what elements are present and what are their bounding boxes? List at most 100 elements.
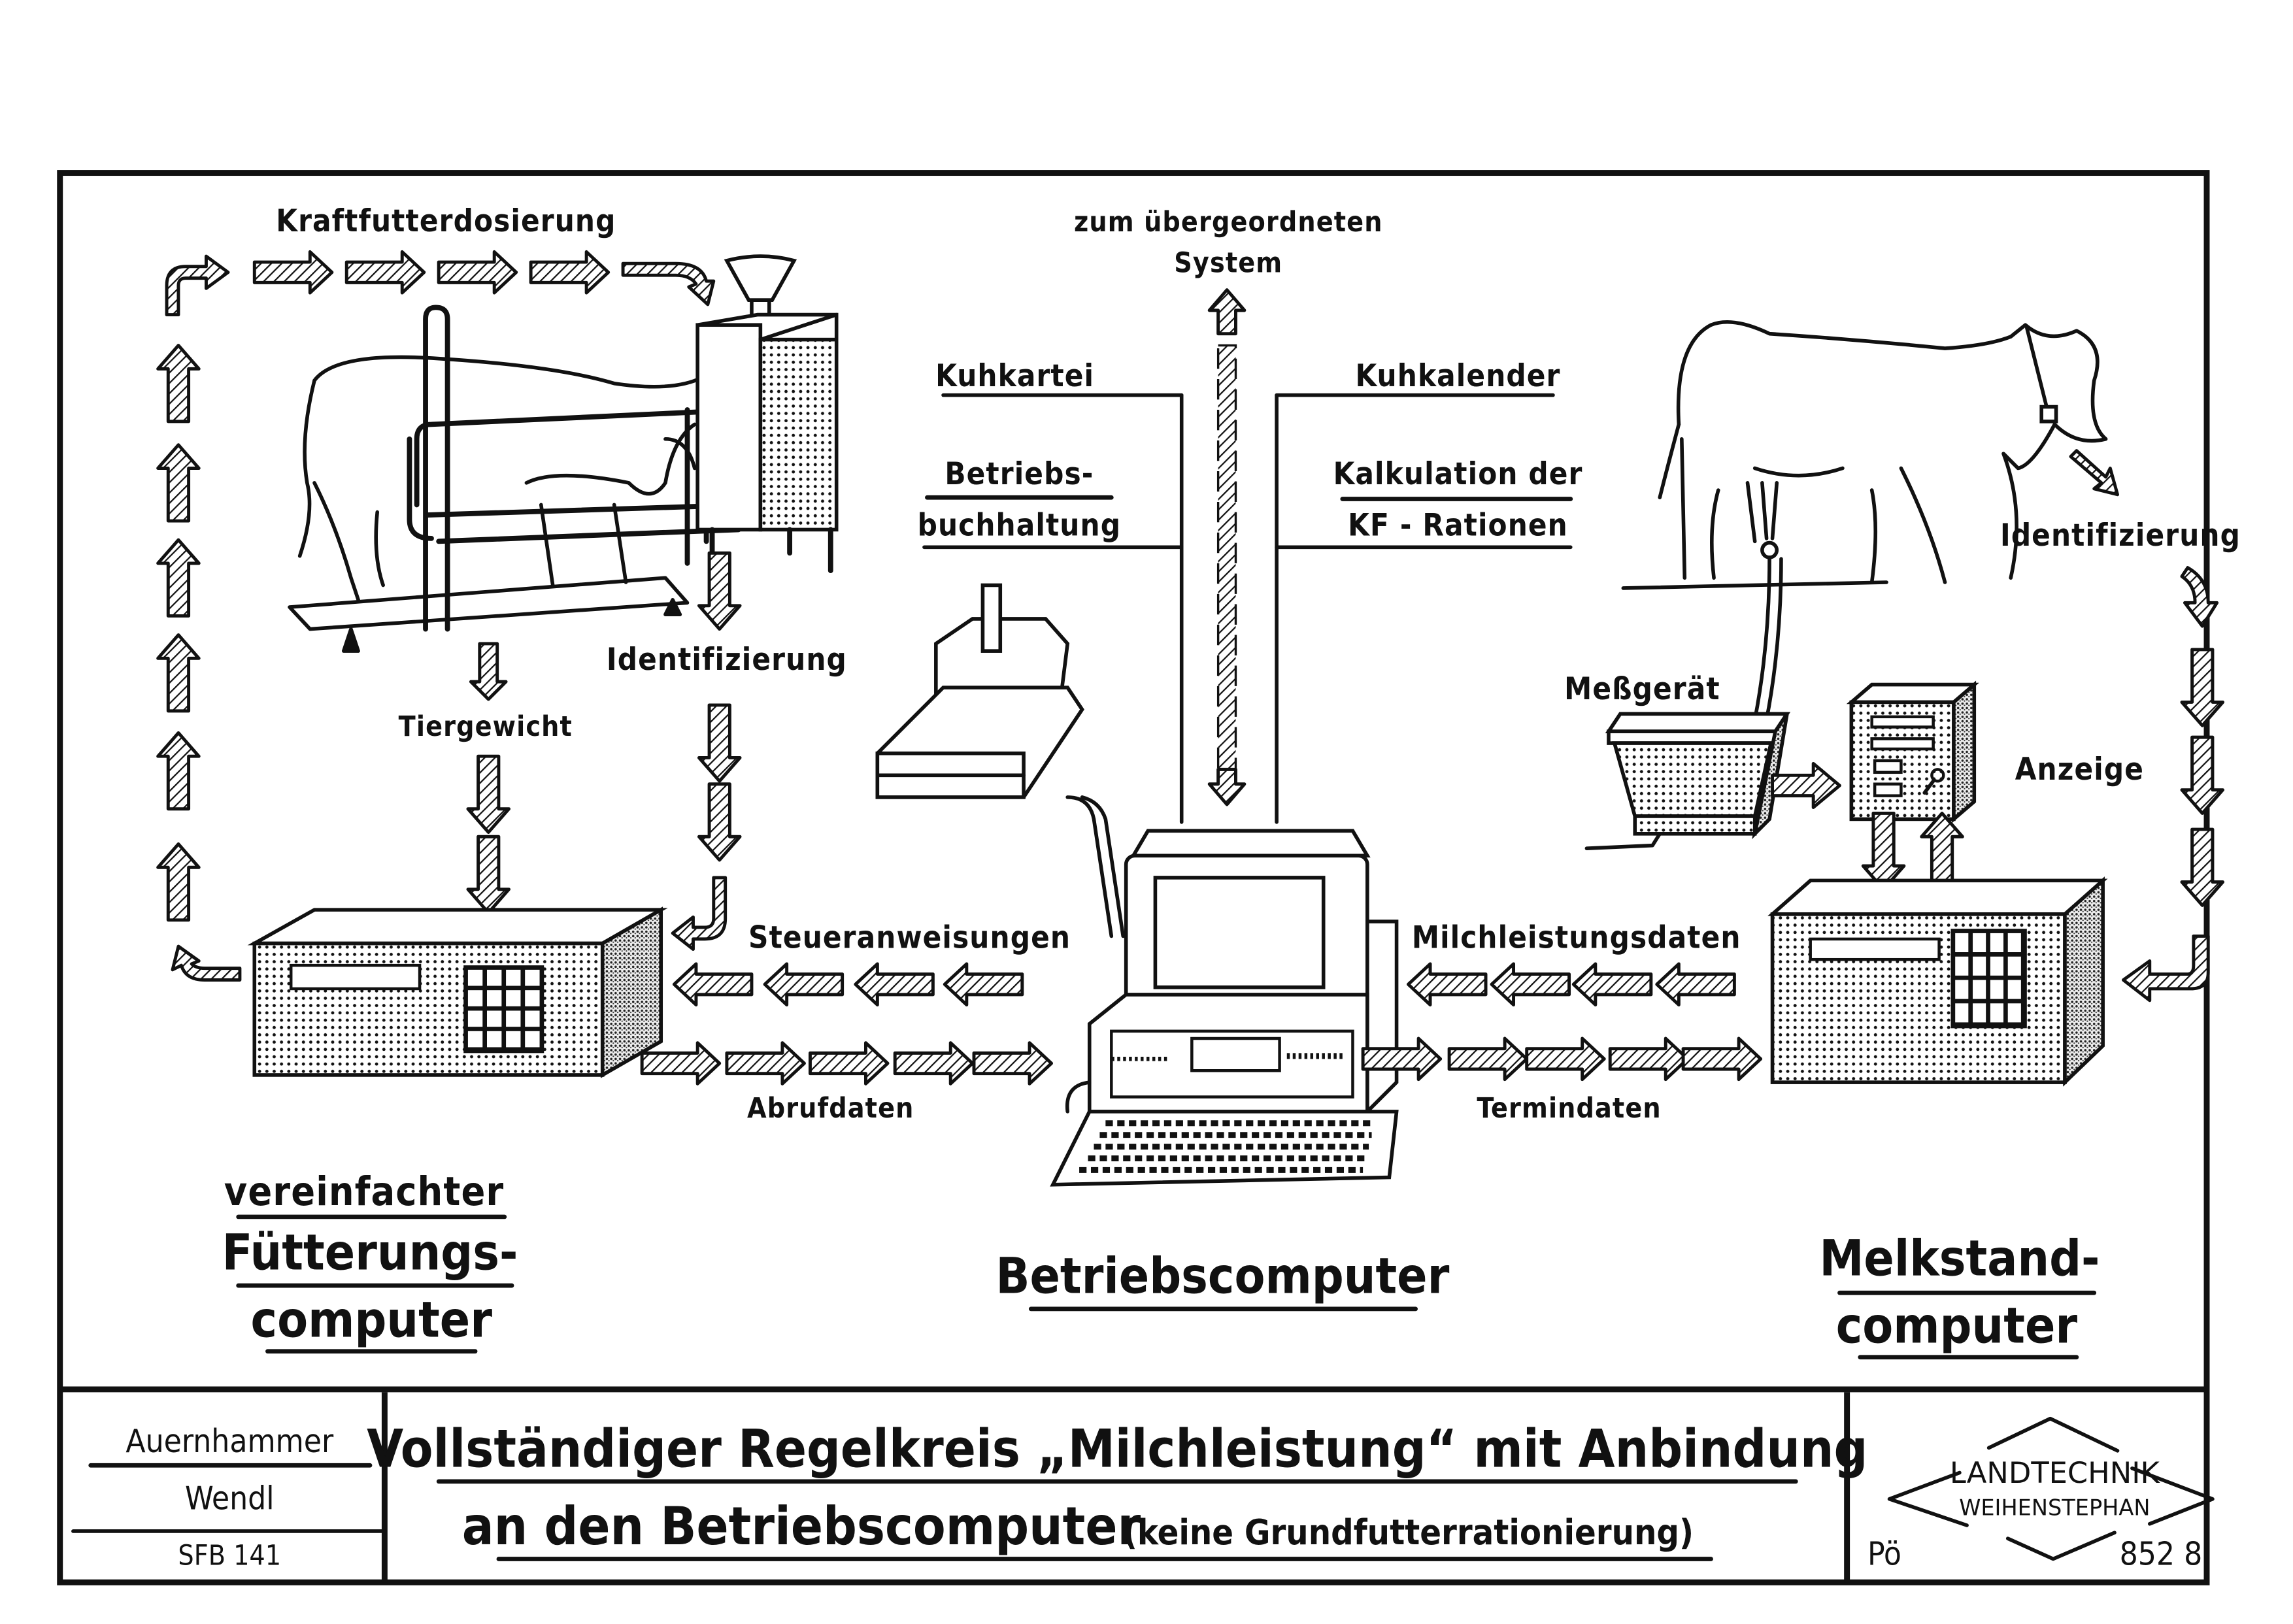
control-instructions-label: Steueranweisungen xyxy=(748,920,1071,955)
upstream-label-line2: System xyxy=(1174,248,1282,280)
hatched-arrow-icon xyxy=(171,944,242,982)
hatched-arrow-icon xyxy=(1657,964,1735,1005)
farm-computer-label: Betriebscomputer xyxy=(996,1246,1449,1304)
ration-calculation-label-line1: Kalkulation der xyxy=(1333,456,1583,492)
milk-meter-icon xyxy=(1584,712,1791,850)
drawing-number: 852 8 xyxy=(2120,1534,2203,1572)
feeding-computer-icon xyxy=(247,906,668,1078)
cow-register-label: Kuhkartei xyxy=(935,358,1094,394)
hatched-arrow-icon xyxy=(642,1043,720,1084)
project-code: SFB 141 xyxy=(178,1540,281,1572)
hatched-arrow-icon xyxy=(699,553,740,629)
keyboard-icon xyxy=(1050,1080,1399,1187)
hatched-arrow-icon xyxy=(671,876,728,951)
accounting-label-line2: buchhaltung xyxy=(918,507,1121,543)
author-2: Wendl xyxy=(185,1479,275,1517)
landtechnik-logo-icon: LANDTECHNIK WEIHENSTEPHAN xyxy=(1887,1416,2215,1561)
hatched-arrow-icon xyxy=(1573,964,1651,1005)
top-flow-label: Kraftfutterdosierung xyxy=(276,203,616,239)
feeding-computer-label-line1: vereinfachter xyxy=(224,1169,505,1215)
drawing-title-line1: Vollständiger Regelkreis „Milchleistung“… xyxy=(367,1418,1867,1480)
hatched-arrow-icon xyxy=(2122,934,2210,1003)
cow-milking-icon xyxy=(1621,320,2108,722)
hatched-arrow-icon xyxy=(346,252,424,293)
accounting-label-line1: Betriebs- xyxy=(945,456,1094,492)
parlor-computer-icon xyxy=(1767,876,2108,1087)
logo-line1: LANDTECHNIK xyxy=(1950,1455,2161,1490)
hatched-arrow-icon xyxy=(856,964,933,1005)
display-unit-icon xyxy=(1846,680,1979,823)
upstream-label-line1: zum übergeordneten xyxy=(1074,207,1383,239)
hatched-arrow-icon xyxy=(1863,813,1904,889)
schedule-data-label: Termindaten xyxy=(1477,1093,1661,1125)
hatched-arrow-icon xyxy=(1207,767,1247,806)
hatched-arrow-icon xyxy=(1527,1038,1605,1080)
hatched-arrow-icon xyxy=(468,837,509,912)
hatched-arrow-icon xyxy=(1610,1038,1688,1080)
feeding-identification-label: Identifizierung xyxy=(607,642,847,678)
hatched-arrow-icon xyxy=(158,733,199,808)
request-data-arrows xyxy=(642,1043,1051,1084)
upstream-data-arrow xyxy=(1207,288,1247,806)
hatched-arrow-icon xyxy=(1683,1038,1761,1080)
logo-line2: WEIHENSTEPHAN xyxy=(1959,1495,2150,1520)
hatched-arrow-icon xyxy=(471,644,506,699)
hatched-arrow-icon xyxy=(895,1043,973,1084)
hatched-arrow-icon xyxy=(254,252,332,293)
milk-yield-data-label: Milchleistungsdaten xyxy=(1412,920,1741,955)
hatched-arrow-icon xyxy=(1207,288,1247,336)
hatched-arrow-icon xyxy=(158,635,199,711)
desktop-computer-icon xyxy=(1087,829,1399,1116)
hatched-arrow-icon xyxy=(810,1043,888,1084)
hatched-arrow-icon xyxy=(1408,964,1486,1005)
hatched-arrow-icon xyxy=(945,964,1022,1005)
display-label: Anzeige xyxy=(2015,752,2144,787)
drawer-initials: Pö xyxy=(1867,1534,1901,1572)
hatched-arrow-icon xyxy=(2182,829,2223,905)
return-arrows-left xyxy=(158,346,242,982)
weight-label: Tiergewicht xyxy=(399,711,573,743)
feed-dosing-arrows xyxy=(165,252,716,317)
cow-identification-arrow xyxy=(2069,449,2119,497)
hatched-arrow-icon xyxy=(974,1043,1052,1084)
hatched-arrow-icon xyxy=(674,964,752,1005)
hatched-arrow-icon xyxy=(1449,1038,1527,1080)
hatched-arrow-icon xyxy=(468,756,509,832)
hatched-arrow-icon xyxy=(2180,566,2219,628)
feeding-computer-label-line3: computer xyxy=(251,1290,493,1348)
feeding-computer-label-line2: Fütterungs- xyxy=(222,1223,518,1281)
parlor-id-arrows xyxy=(2122,566,2223,1003)
hatched-arrow-icon xyxy=(699,784,740,860)
hatched-arrow-icon xyxy=(158,540,199,616)
hatched-arrow-icon xyxy=(158,844,199,920)
hatched-arrow-icon xyxy=(531,252,609,293)
title-block: Auernhammer Wendl SFB 141 Vollständiger … xyxy=(71,1392,2215,1583)
hatched-arrow-icon xyxy=(765,964,843,1005)
hatched-arrow-icon xyxy=(1492,964,1569,1005)
hatched-arrow-icon xyxy=(439,252,516,293)
hatched-arrow-icon xyxy=(165,254,230,317)
hatched-arrow-icon xyxy=(727,1043,805,1084)
milk-yield-arrows xyxy=(1408,964,1734,1005)
hatched-arrow-icon xyxy=(2182,737,2223,813)
hatched-arrow-icon xyxy=(158,346,199,422)
milk-meter-label: Meßgerät xyxy=(1564,671,1720,707)
printer-icon xyxy=(875,583,1126,938)
hatched-arrow-icon xyxy=(699,705,740,781)
hatched-arrow-icon xyxy=(2069,449,2119,497)
hatched-arrow-icon xyxy=(621,261,716,307)
author-1: Auernhammer xyxy=(126,1422,334,1460)
control-arrows xyxy=(674,964,1022,1005)
drawing-title-line2: an den Betriebscomputer xyxy=(462,1495,1141,1557)
hatched-arrow-icon xyxy=(1771,761,1841,809)
parlor-computer-label-line1: Melkstand- xyxy=(1819,1229,2100,1287)
hatched-arrow-icon xyxy=(2182,650,2223,725)
cow-calendar-label: Kuhkalender xyxy=(1356,358,1561,394)
hatched-arrow-icon xyxy=(1922,813,1963,889)
cow-feeding-stall-icon xyxy=(288,305,752,653)
schedule-data-arrows xyxy=(1363,1038,1761,1080)
request-data-label: Abrufdaten xyxy=(747,1093,914,1125)
drawing-title-note: (keine Grundfutterrationierung) xyxy=(1123,1512,1694,1553)
